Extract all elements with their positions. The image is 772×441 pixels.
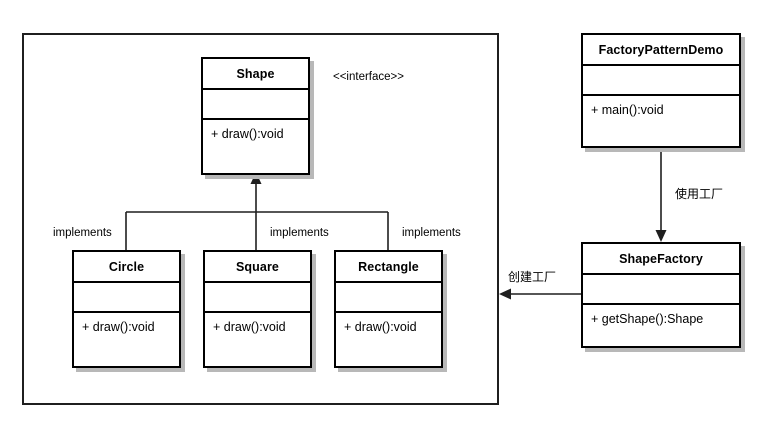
class-name-rectangle: Rectangle [336,252,441,283]
class-attributes-square [205,283,310,313]
class-box-shape[interactable]: Shape + draw():void [201,57,310,175]
stereotype-interface-label: <<interface>> [333,71,404,83]
class-name-square: Square [205,252,310,283]
class-box-square[interactable]: Square + draw():void [203,250,312,368]
relation-label-implements-rectangle: implements [402,227,461,239]
class-box-shape-factory[interactable]: ShapeFactory + getShape():Shape [581,242,741,348]
class-name-factory-pattern-demo: FactoryPatternDemo [583,35,739,66]
class-attributes-circle [74,283,179,313]
relation-label-implements-circle: implements [53,227,112,239]
class-methods-shape-factory: + getShape():Shape [591,312,704,326]
class-name-shape: Shape [203,59,308,90]
relation-label-implements-square: implements [270,227,329,239]
class-name-shape-factory: ShapeFactory [583,244,739,275]
class-methods-shape: + draw():void [211,127,284,141]
relation-label-creates-factory: 创建工厂 [508,270,557,284]
class-attributes-rectangle [336,283,441,313]
creates-factory-edge-group [499,288,581,300]
class-name-circle: Circle [74,252,179,283]
creates-factory-arrowhead [499,288,511,300]
class-attributes-shape [203,90,308,120]
uses-factory-arrowhead [655,230,667,242]
class-attributes-shape-factory [583,275,739,305]
relation-label-uses-factory: 使用工厂 [675,187,724,201]
class-methods-square: + draw():void [213,320,286,334]
class-methods-rectangle: + draw():void [344,320,417,334]
class-box-rectangle[interactable]: Rectangle + draw():void [334,250,443,368]
class-box-factory-pattern-demo[interactable]: FactoryPatternDemo + main():void [581,33,741,148]
class-methods-factory-pattern-demo: + main():void [591,103,664,117]
class-attributes-factory-pattern-demo [583,66,739,96]
class-box-circle[interactable]: Circle + draw():void [72,250,181,368]
class-methods-circle: + draw():void [82,320,155,334]
uses-factory-edge-group [655,148,667,242]
